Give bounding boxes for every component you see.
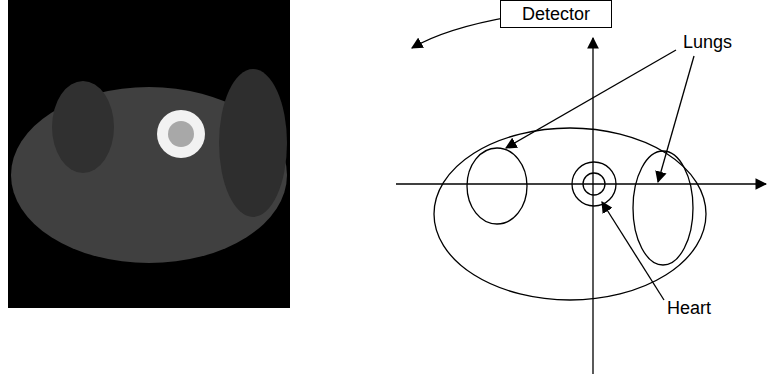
phantom-schematic <box>396 9 766 374</box>
lung-outline <box>633 151 693 265</box>
lung-outline <box>467 148 527 224</box>
leader-line <box>506 50 676 148</box>
part-label: Heart <box>665 297 713 319</box>
node-text: Detector <box>522 3 590 25</box>
leader-line <box>658 56 694 182</box>
part-label: Lungs <box>681 31 734 53</box>
heart-outline <box>583 173 605 195</box>
detector-box: Detector <box>500 0 612 28</box>
heart-outline <box>572 162 616 206</box>
phantom-image <box>8 0 290 308</box>
horizontal-axis <box>396 183 766 184</box>
body-outline <box>434 128 706 300</box>
leader-line <box>602 202 664 300</box>
